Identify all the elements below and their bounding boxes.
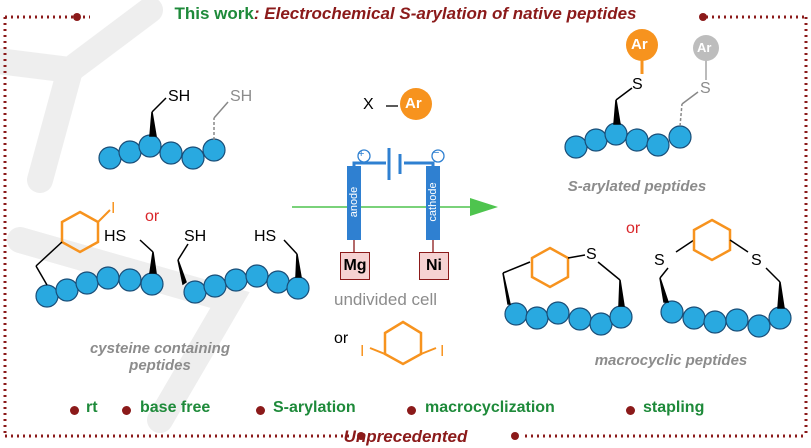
peptide-chain-3 [183, 264, 310, 304]
s-label-product: S [632, 76, 643, 93]
diiodobenzene [369, 320, 437, 366]
or-center: or [334, 330, 349, 347]
x-label: X [363, 96, 374, 113]
ar-ball-reagent [400, 88, 432, 120]
cell-description: undivided cell [334, 290, 438, 309]
cys-sidechain-3 [177, 239, 302, 286]
ar-label-reagent: Ar [405, 95, 422, 112]
plus-sign: + [358, 148, 365, 160]
footer-title: Unprecedented [343, 427, 468, 446]
anode-label: anode [348, 186, 360, 218]
feature-stapling: stapling [643, 399, 705, 416]
caption-right-bottom: macrocyclic peptides [594, 352, 748, 369]
cathode-bar [426, 166, 440, 240]
arylated-sidechains [613, 60, 707, 127]
or-right: or [626, 220, 641, 237]
ar-ball-product [626, 29, 658, 61]
sh-label-3: SH [184, 228, 207, 245]
peptide-chain-1 [98, 134, 226, 170]
feature-bullet-5 [626, 406, 635, 415]
iodo-label-a: I [360, 343, 365, 360]
feature-bullet-2 [122, 406, 131, 415]
ar-ball-product-gray [693, 35, 719, 61]
frame-end-dots [73, 13, 707, 440]
caption-right-top: S-arylated peptides [567, 178, 707, 195]
feature-base-free: base free [140, 399, 211, 416]
hs-label-3: HS [254, 228, 277, 245]
peptide-chain-2 [35, 266, 164, 308]
s-label-macro-1: S [586, 246, 597, 263]
cys-sidechain-1 [149, 97, 229, 140]
macrocycle-1-bridge [502, 246, 625, 307]
iodo-label-2: I [111, 200, 116, 217]
peptide-chain-4 [564, 122, 692, 159]
title-green: This work [174, 4, 254, 23]
cathode-metal: Ni [419, 252, 449, 280]
anode-metal: Mg [340, 252, 370, 280]
scheme-title: This work: Electrochemical S-arylation o… [0, 4, 811, 24]
feature-bullet-1 [70, 406, 79, 415]
feature-rt: rt [86, 399, 98, 416]
s-label-macro-2a: S [654, 252, 665, 269]
ar-label-product-gray: Ar [697, 40, 712, 55]
electrochemical-cell [347, 148, 445, 252]
anode-bar [347, 166, 361, 240]
sh-label-1-gray: SH [230, 88, 253, 105]
caption-left: cysteine containing peptides [89, 340, 231, 374]
reaction-arrow [292, 198, 498, 216]
cys-sidechain-2 [35, 239, 157, 286]
title-red: : Electrochemical S-arylation of native … [253, 4, 637, 23]
macrocycle-2-bridge [659, 218, 785, 309]
macrocycle-1-beads [504, 301, 633, 336]
feature-s-arylation: S-arylation [273, 399, 356, 416]
feature-macrocyclization: macrocyclization [425, 399, 555, 416]
minus-sign: − [433, 147, 440, 159]
sh-label-1: SH [168, 88, 191, 105]
feature-bullet-4 [407, 406, 416, 415]
hs-label-2: HS [104, 228, 127, 245]
ar-label-product: Ar [631, 36, 648, 53]
feature-bullet-3 [256, 406, 265, 415]
watermark-strokes [0, 0, 250, 433]
s-label-product-gray: S [700, 80, 711, 97]
iodo-label-b: I [440, 343, 445, 360]
cathode-label: cathode [427, 182, 439, 222]
macrocycle-2-beads [660, 300, 792, 338]
iodobenzyl [35, 209, 111, 267]
or-left: or [145, 208, 160, 225]
s-label-macro-2b: S [751, 252, 762, 269]
dotted-frame [3, 15, 808, 438]
